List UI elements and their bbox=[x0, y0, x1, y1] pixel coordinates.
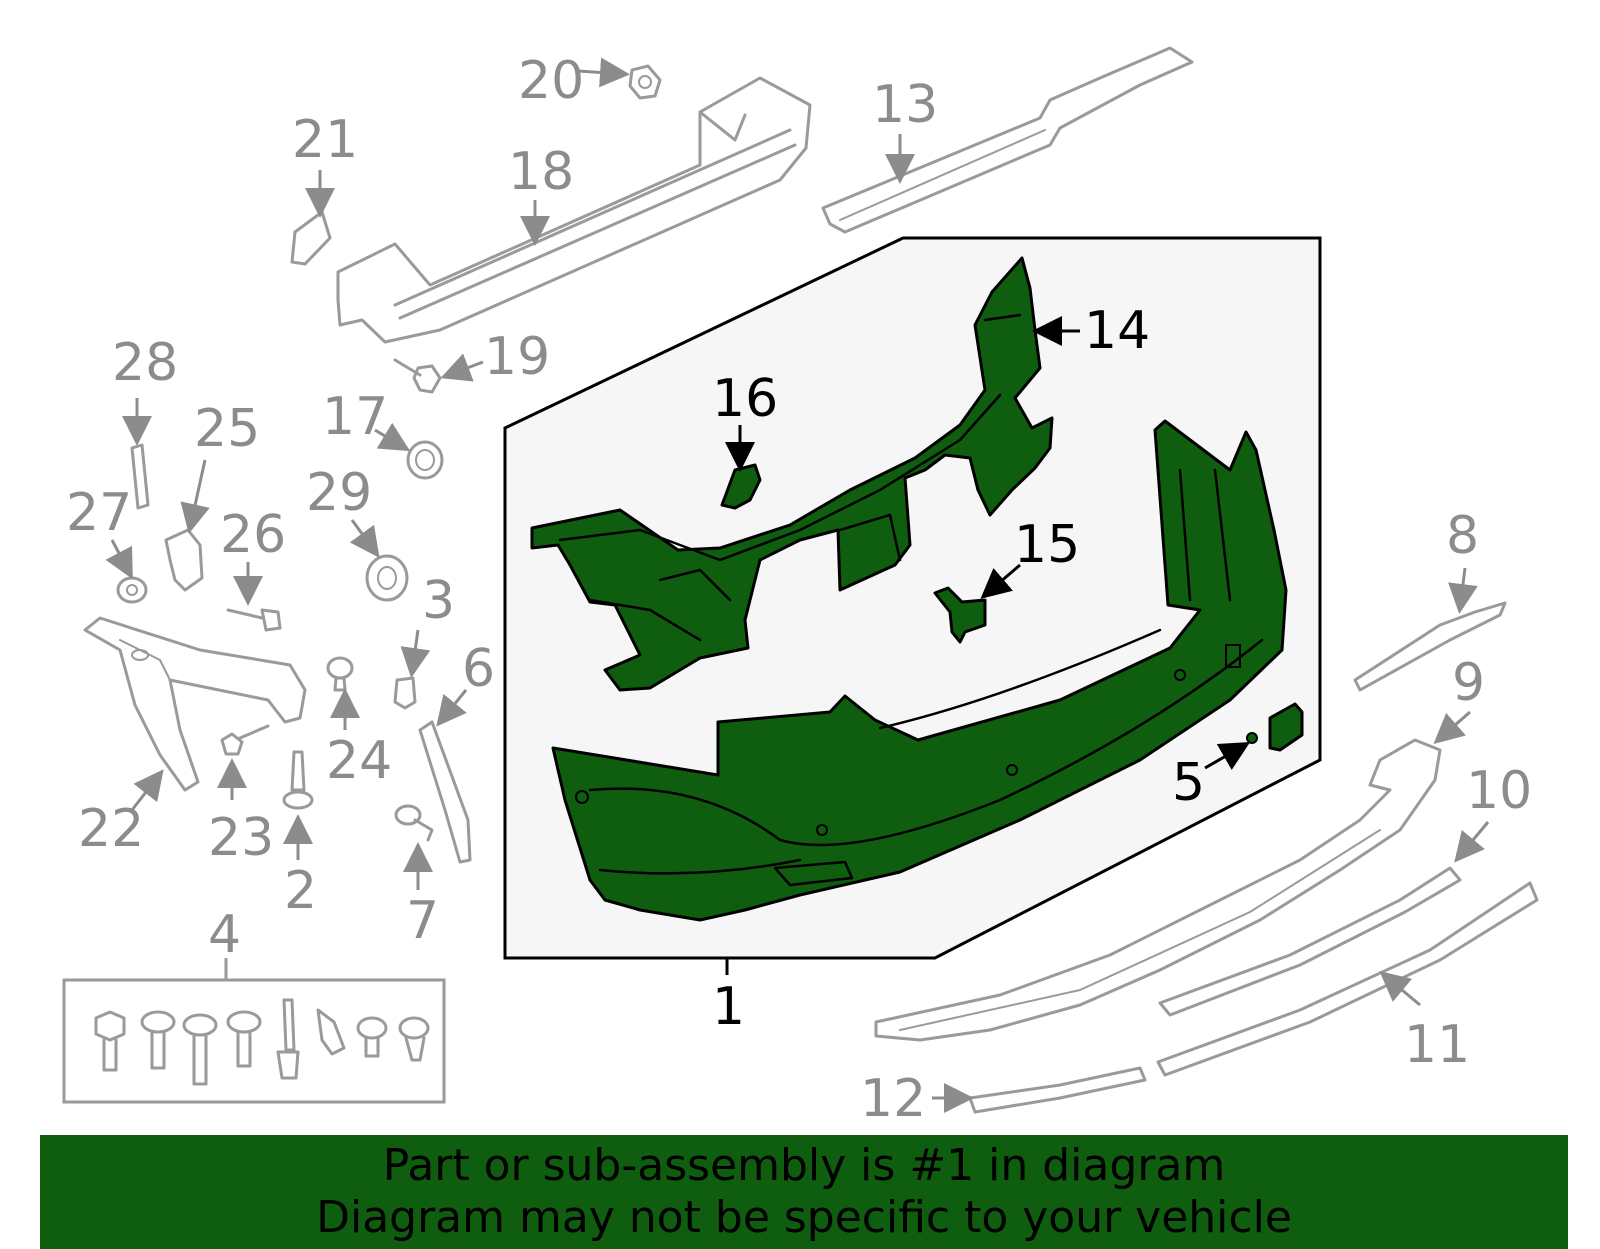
callout-27: 27 bbox=[66, 483, 132, 543]
callout-28: 28 bbox=[112, 333, 178, 393]
arrow-10 bbox=[1454, 821, 1490, 863]
callout-9: 9 bbox=[1452, 653, 1485, 713]
callout-25: 25 bbox=[194, 399, 260, 459]
hardware-kit-part-4[interactable] bbox=[62, 958, 446, 1104]
bracket-part-14[interactable] bbox=[530, 256, 1054, 692]
callout-2: 2 bbox=[284, 861, 317, 921]
trim-part-10[interactable] bbox=[1158, 866, 1462, 1017]
callout-24: 24 bbox=[326, 731, 392, 791]
clip-part-25[interactable] bbox=[164, 528, 204, 592]
bumper-cover-part-1[interactable] bbox=[551, 419, 1288, 922]
arrow-3 bbox=[400, 629, 431, 678]
retainer-part-15[interactable] bbox=[933, 586, 987, 644]
callout-15: 15 bbox=[1014, 515, 1080, 575]
push-nut-part-27[interactable] bbox=[116, 576, 148, 604]
callout-8: 8 bbox=[1446, 506, 1479, 566]
arrow-6 bbox=[436, 689, 468, 727]
cap-part-21[interactable] bbox=[290, 210, 332, 266]
molding-part-12[interactable] bbox=[968, 1066, 1147, 1114]
callout-16: 16 bbox=[712, 369, 778, 429]
callout-5: 5 bbox=[1172, 753, 1205, 813]
banner-line-1: Part or sub-assembly is #1 in diagram bbox=[382, 1140, 1226, 1191]
callout-17: 17 bbox=[322, 387, 388, 447]
callout-3: 3 bbox=[422, 571, 455, 631]
arrow-20 bbox=[577, 57, 630, 88]
sensor-bracket-part-5[interactable] bbox=[1246, 702, 1304, 752]
arrow-9 bbox=[1433, 710, 1471, 744]
callout-13: 13 bbox=[872, 75, 938, 135]
callout-20: 20 bbox=[518, 51, 584, 111]
reflector-part-8[interactable] bbox=[1353, 601, 1507, 692]
callout-12: 12 bbox=[860, 1069, 926, 1129]
arrow-29 bbox=[349, 519, 380, 558]
arrow-22 bbox=[130, 769, 164, 811]
callout-29: 29 bbox=[306, 463, 372, 523]
impact-bar-part-18[interactable] bbox=[336, 76, 812, 344]
callout-6: 6 bbox=[462, 639, 495, 699]
callout-18: 18 bbox=[508, 142, 574, 202]
callout-19: 19 bbox=[484, 327, 550, 387]
pad-part-29[interactable] bbox=[365, 554, 409, 602]
strip-part-11[interactable] bbox=[1156, 881, 1539, 1077]
screw-part-2[interactable] bbox=[282, 750, 314, 810]
callout-10: 10 bbox=[1466, 761, 1532, 821]
callout-1: 1 bbox=[712, 977, 745, 1037]
callout-14: 14 bbox=[1084, 301, 1150, 361]
push-pin-part-7[interactable] bbox=[394, 804, 434, 842]
arrow-27 bbox=[105, 539, 133, 580]
strip-part-13[interactable] bbox=[821, 46, 1194, 234]
arrow-11 bbox=[1379, 971, 1421, 1007]
info-banner: Part or sub-assembly is #1 in diagram Di… bbox=[40, 1135, 1568, 1249]
callout-11: 11 bbox=[1404, 1015, 1470, 1075]
valance-part-9[interactable] bbox=[874, 738, 1442, 1042]
screw-part-26[interactable] bbox=[226, 608, 282, 632]
clip-part-3[interactable] bbox=[393, 676, 417, 710]
arrow-17 bbox=[374, 422, 411, 452]
callout-4: 4 bbox=[208, 905, 241, 965]
callout-21: 21 bbox=[292, 110, 358, 170]
callout-26: 26 bbox=[220, 505, 286, 565]
pin-part-28[interactable] bbox=[130, 443, 150, 510]
grommet-part-17[interactable] bbox=[406, 440, 444, 480]
arrow-15 bbox=[980, 563, 1021, 599]
arrow-25 bbox=[180, 459, 210, 534]
strip-part-6[interactable] bbox=[418, 720, 472, 864]
callout-22: 22 bbox=[78, 799, 144, 859]
banner-line-2: Diagram may not be specific to your vehi… bbox=[316, 1192, 1292, 1243]
arrow-19 bbox=[440, 353, 484, 382]
bolt-part-23[interactable] bbox=[220, 724, 270, 756]
rivet-part-24[interactable] bbox=[326, 656, 354, 692]
callout-23: 23 bbox=[208, 808, 274, 868]
nut-part-20[interactable] bbox=[628, 64, 662, 100]
arrow-8 bbox=[1448, 567, 1478, 614]
side-bracket-part-22[interactable] bbox=[83, 616, 307, 792]
callout-7: 7 bbox=[406, 891, 439, 951]
arrow-5 bbox=[1204, 742, 1251, 770]
bolt-part-19[interactable] bbox=[393, 358, 442, 394]
